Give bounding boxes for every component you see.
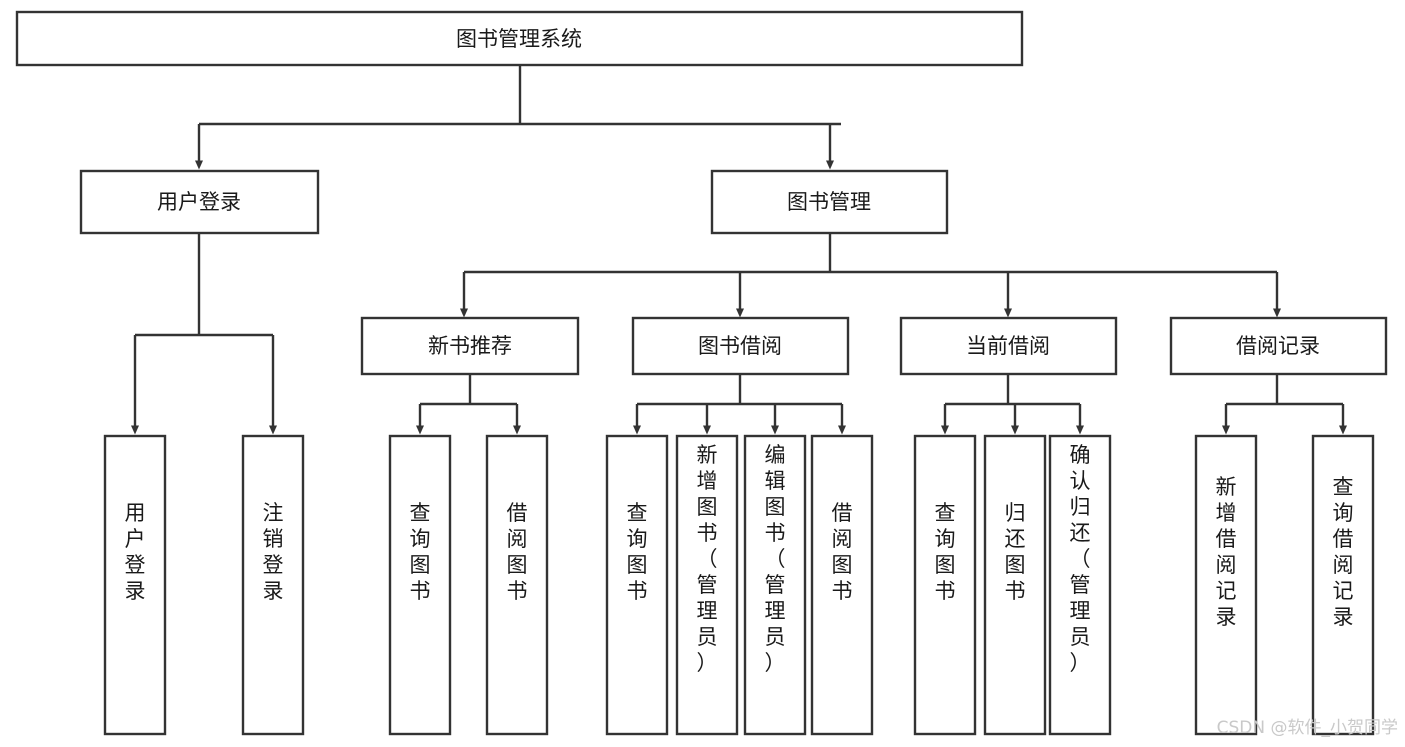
node-leaf-query-book-2[interactable]: 查询图书: [605, 434, 669, 736]
node-leaf-query-book-3-box[interactable]: [913, 434, 977, 736]
node-leaf-edit-book-label: 编辑图书（管理员）: [765, 443, 786, 675]
node-leaf-query-book-1-label: 查询图书: [410, 501, 431, 603]
node-current-borrow[interactable]: 当前借阅: [899, 316, 1118, 376]
node-leaf-add-record-box[interactable]: [1194, 434, 1258, 736]
watermark-label: CSDN @软件_小贺同学: [1217, 718, 1398, 738]
node-leaf-user-login-label: 用户登录: [125, 501, 146, 603]
node-leaf-query-record[interactable]: 查询借阅记录: [1311, 434, 1375, 736]
node-user-login[interactable]: 用户登录: [79, 169, 320, 235]
node-user-login-box[interactable]: [79, 169, 320, 235]
node-book-borrow-label: 图书借阅: [698, 334, 782, 358]
node-leaf-query-book-2-box[interactable]: [605, 434, 669, 736]
node-borrow-record[interactable]: 借阅记录: [1169, 316, 1388, 376]
node-borrow-record-box[interactable]: [1169, 316, 1388, 376]
node-leaf-user-logout-box[interactable]: [241, 434, 305, 736]
node-leaf-borrow-book-1-box[interactable]: [485, 434, 549, 736]
node-leaf-borrow-book-2-label: 借阅图书: [832, 501, 853, 603]
node-book-borrow-box[interactable]: [631, 316, 850, 376]
node-leaf-user-logout-label: 注销登录: [263, 501, 284, 603]
node-book-manage[interactable]: 图书管理: [710, 169, 949, 235]
node-leaf-add-record-label: 新增借阅记录: [1216, 475, 1237, 629]
node-book-borrow[interactable]: 图书借阅: [631, 316, 850, 376]
node-borrow-record-label: 借阅记录: [1236, 334, 1320, 358]
node-leaf-query-record-box[interactable]: [1311, 434, 1375, 736]
node-leaf-query-book-3[interactable]: 查询图书: [913, 434, 977, 736]
node-leaf-user-login[interactable]: 用户登录: [103, 434, 167, 736]
node-leaf-edit-book-box[interactable]: [743, 434, 807, 736]
node-leaf-edit-book[interactable]: 编辑图书（管理员）: [743, 434, 807, 736]
node-leaf-confirm-return-box[interactable]: [1048, 434, 1112, 736]
node-leaf-query-record-label: 查询借阅记录: [1333, 475, 1354, 629]
node-leaf-add-book-label: 新增图书（管理员）: [697, 443, 718, 675]
node-root-box[interactable]: [15, 10, 1024, 67]
node-leaf-confirm-return[interactable]: 确认归还（管理员）: [1048, 434, 1112, 736]
node-leaf-borrow-book-2[interactable]: 借阅图书: [810, 434, 874, 736]
node-leaf-add-record[interactable]: 新增借阅记录: [1194, 434, 1258, 736]
node-root[interactable]: 图书管理系统: [15, 10, 1024, 67]
node-leaf-confirm-return-label: 确认归还（管理员）: [1070, 443, 1091, 675]
node-leaf-borrow-book-2-box[interactable]: [810, 434, 874, 736]
node-book-manage-label: 图书管理: [787, 190, 871, 214]
node-new-book-rec-box[interactable]: [360, 316, 580, 376]
node-leaf-borrow-book-1-label: 借阅图书: [507, 501, 528, 603]
node-leaf-add-book[interactable]: 新增图书（管理员）: [675, 434, 739, 736]
node-current-borrow-box[interactable]: [899, 316, 1118, 376]
node-book-manage-box[interactable]: [710, 169, 949, 235]
node-leaf-query-book-1[interactable]: 查询图书: [388, 434, 452, 736]
node-leaf-user-login-box[interactable]: [103, 434, 167, 736]
node-leaf-return-book-box[interactable]: [983, 434, 1047, 736]
node-leaf-query-book-2-label: 查询图书: [627, 501, 648, 603]
node-leaf-add-book-box[interactable]: [675, 434, 739, 736]
node-current-borrow-label: 当前借阅: [966, 334, 1050, 358]
node-leaf-return-book[interactable]: 归还图书: [983, 434, 1047, 736]
node-root-label: 图书管理系统: [456, 27, 582, 51]
node-leaf-query-book-1-box[interactable]: [388, 434, 452, 736]
node-leaf-query-book-3-label: 查询图书: [935, 501, 956, 603]
node-leaf-return-book-label: 归还图书: [1005, 501, 1026, 603]
node-new-book-rec[interactable]: 新书推荐: [360, 316, 580, 376]
node-leaf-user-logout[interactable]: 注销登录: [241, 434, 305, 736]
node-new-book-rec-label: 新书推荐: [428, 334, 512, 358]
node-leaf-borrow-book-1[interactable]: 借阅图书: [485, 434, 549, 736]
connector-layer: [131, 65, 1347, 435]
node-user-login-label: 用户登录: [157, 190, 241, 214]
